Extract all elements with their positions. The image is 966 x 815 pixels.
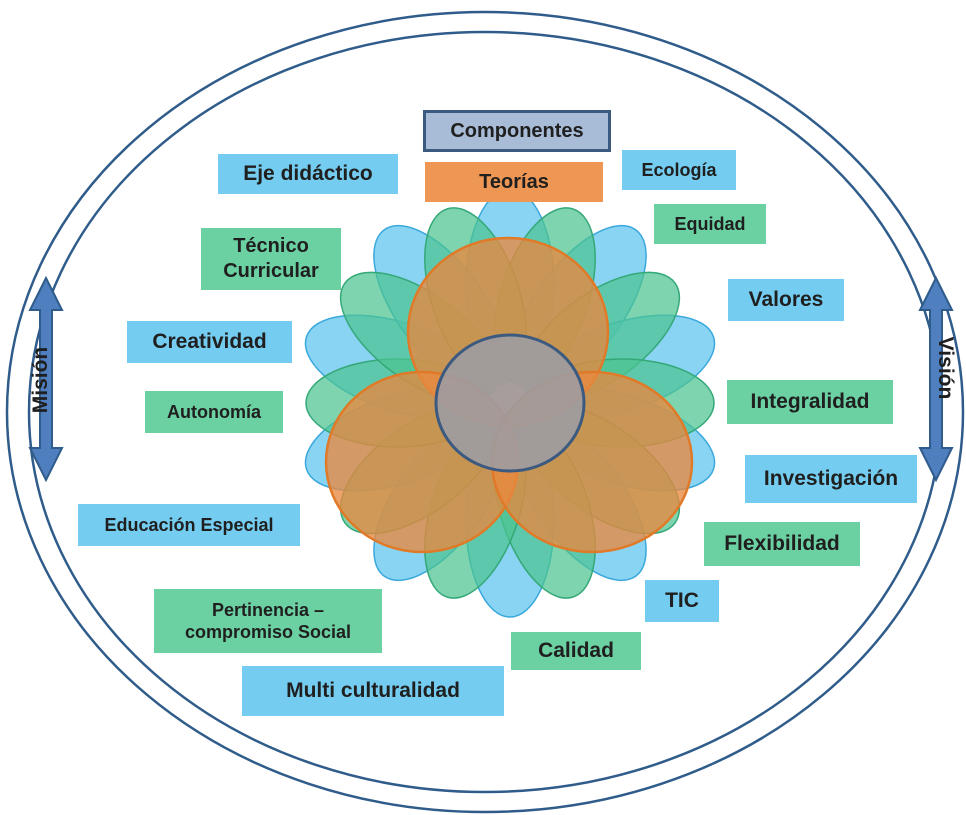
- investigacion-box: Investigación: [745, 455, 917, 503]
- outer-ring: [5, 10, 965, 814]
- tecnico-curricular-box: Técnico Curricular: [201, 228, 341, 290]
- autonomia-box: Autonomía: [145, 391, 283, 433]
- tic-box: TIC: [645, 580, 719, 622]
- tecnico-curricular-line1: Técnico: [233, 235, 309, 257]
- eje-didactico-box: Eje didáctico: [218, 154, 398, 194]
- vision-arrow-icon: [918, 275, 954, 483]
- components-box: Componentes: [423, 110, 611, 152]
- integralidad-box: Integralidad: [727, 380, 893, 424]
- pertinencia-line1: Pertinencia –: [211, 599, 325, 620]
- flexibilidad-box: Flexibilidad: [704, 522, 860, 566]
- pertinencia-line2: compromiso Social: [184, 622, 352, 642]
- educacion-especial-box: Educación Especial: [78, 504, 300, 546]
- theories-box: Teorías: [425, 162, 603, 202]
- center-circle: [434, 333, 586, 473]
- mission-label: Misión: [29, 346, 52, 414]
- calidad-box: Calidad: [511, 632, 641, 670]
- vision-label: Visión: [934, 336, 957, 400]
- tecnico-curricular-line2: Curricular: [223, 260, 319, 282]
- valores-box: Valores: [728, 279, 844, 321]
- pertinencia-box: Pertinencia – compromiso Social: [154, 589, 382, 653]
- mission-arrow-icon: [28, 275, 64, 483]
- ecologia-box: Ecología: [622, 150, 736, 190]
- equidad-box: Equidad: [654, 204, 766, 244]
- creatividad-box: Creatividad: [127, 321, 292, 363]
- multiculturalidad-box: Multi culturalidad: [242, 666, 504, 716]
